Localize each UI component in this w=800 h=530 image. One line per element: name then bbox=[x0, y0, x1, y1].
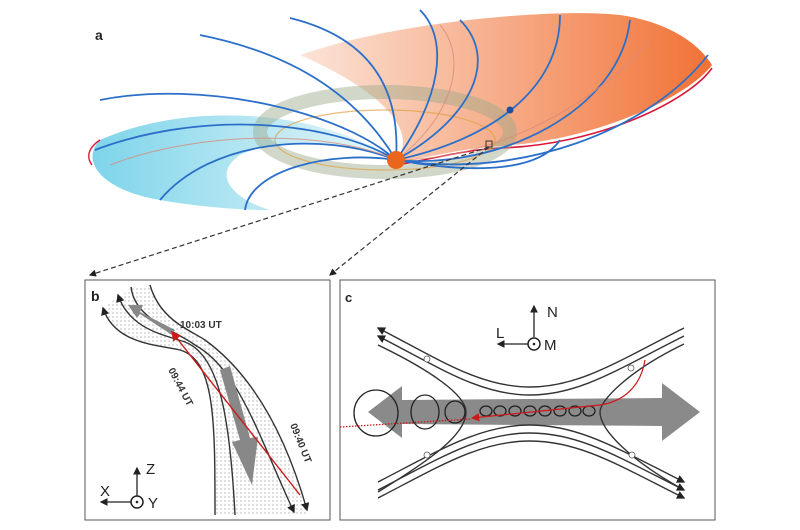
out-of-plane-markers bbox=[423, 355, 636, 459]
axis-label-l: L bbox=[496, 325, 504, 342]
axis-label-z: Z bbox=[146, 461, 155, 478]
spacecraft-trajectory-c bbox=[470, 359, 646, 422]
axis-label-x: X bbox=[100, 483, 110, 500]
earth-orbit-ring bbox=[253, 85, 517, 179]
zoom-line-b bbox=[88, 146, 490, 277]
panel-b-flux-rope: b 10:03 UT 09:44 UT 09:40 UT Z X Y bbox=[84, 279, 331, 521]
sun-icon bbox=[387, 151, 405, 169]
spacecraft-trajectory bbox=[171, 330, 301, 496]
trajectory-dotted bbox=[339, 418, 471, 428]
axis-label-m: M bbox=[544, 337, 557, 354]
coordinate-axes-b: Z X Y bbox=[99, 461, 158, 512]
coordinate-axes-c: N L M bbox=[496, 304, 558, 354]
flow-arrow-up bbox=[128, 305, 175, 335]
axis-label-n: N bbox=[547, 304, 558, 321]
panel-a-heliospheric-current-sheet: a bbox=[88, 9, 713, 277]
earth-icon bbox=[506, 106, 514, 114]
axis-label-y: Y bbox=[148, 495, 158, 512]
orange-sheet bbox=[300, 13, 712, 163]
flow-arrow-down bbox=[220, 366, 258, 485]
panel-c-label: c bbox=[345, 290, 352, 305]
panel-a-label: a bbox=[95, 27, 103, 43]
panel-c-reconnection: c N bbox=[339, 279, 716, 521]
cyan-sheet bbox=[92, 115, 396, 210]
zoom-line-c bbox=[329, 146, 490, 276]
time-label-1003: 10:03 UT bbox=[180, 320, 222, 331]
panel-b-label: b bbox=[91, 288, 100, 304]
